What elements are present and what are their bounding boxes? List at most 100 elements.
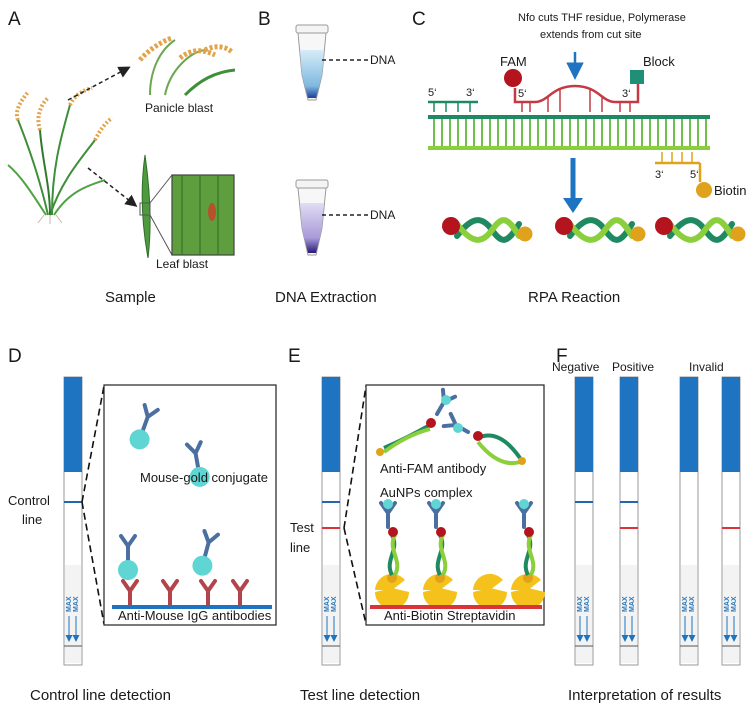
fam-fluorophore: [504, 69, 522, 87]
panel-d-letter: D: [8, 346, 22, 367]
gold-particle: [129, 429, 150, 450]
absorbent-pad: [680, 377, 698, 472]
amplicon: [555, 217, 646, 243]
max-marker: MAX: [584, 596, 591, 612]
panel-c-caption: RPA Reaction: [528, 289, 620, 306]
mouse-gold-conjugate-label: Mouse-gold conjugate: [140, 470, 268, 485]
panel-b-letter: B: [258, 9, 271, 30]
leaf-blast-illustration: [139, 154, 235, 259]
rice-plant-illustration: [7, 86, 114, 224]
captured-complex: [473, 573, 507, 609]
panel-a: A Panicle blast: [7, 9, 236, 306]
aunps-complex-label: AuNPs complex: [380, 485, 473, 500]
biotin-tag: [517, 226, 533, 242]
max-marker: MAX: [331, 596, 338, 612]
antibody-icon: [515, 501, 533, 529]
amplicon: [655, 217, 746, 243]
antibody-icon: [184, 440, 210, 487]
reverse-5-prime: 5‘: [690, 169, 699, 181]
probe-5-prime: 5‘: [518, 88, 527, 100]
invalid-label: Invalid: [689, 360, 724, 374]
biotin-label: Biotin: [714, 183, 747, 198]
positive-label: Positive: [612, 360, 654, 374]
anti-fam-antibody-label: Anti-FAM antibody: [380, 461, 487, 476]
fam-fluorophore: [655, 217, 673, 235]
control-line-label-1: Control: [8, 493, 50, 508]
gold-particle: [189, 466, 210, 487]
max-marker: MAX: [577, 596, 584, 612]
panel-c: C Nfo cuts THF residue, Polymerase exten…: [412, 9, 747, 306]
max-marker: MAX: [622, 596, 629, 612]
tube-top: [295, 24, 329, 101]
antibody-icon: [118, 534, 138, 580]
antibody-icon: [121, 579, 139, 607]
primer-5-prime: 5‘: [428, 87, 437, 99]
gold-particle: [192, 555, 213, 576]
max-marker: MAX: [682, 596, 689, 612]
test-line-label-1: Test: [290, 520, 314, 535]
max-marker: MAX: [629, 596, 636, 612]
antibody-icon: [427, 501, 445, 529]
absorbent-pad: [575, 377, 593, 472]
panel-a-letter: A: [8, 9, 21, 30]
antibody-icon: [231, 579, 249, 607]
antibody-icon: [161, 579, 179, 607]
dna-label-top: DNA: [370, 53, 395, 67]
panicle-blast-label: Panicle blast: [145, 101, 214, 115]
block-group: [630, 70, 644, 84]
absorbent-pad: [64, 377, 82, 472]
panel-e-caption: Test line detection: [300, 687, 420, 704]
max-marker: MAX: [724, 596, 731, 612]
panel-b: B DNA DNA DNA Extraction: [258, 9, 395, 306]
antibody-icon: [199, 579, 217, 607]
absorbent-pad: [620, 377, 638, 472]
probe-strand: [513, 78, 640, 104]
probe-bases: [521, 90, 631, 112]
panel-c-letter: C: [412, 9, 426, 30]
biotin-tag: [696, 182, 712, 198]
panel-f-letter: F: [556, 346, 568, 367]
nfo-note-line2: extends from cut site: [540, 29, 642, 41]
amplicon-products: [442, 217, 746, 243]
leaf-blast-label: Leaf blast: [156, 257, 209, 271]
antibody-icon: [379, 501, 397, 529]
panel-f-caption: Interpretation of results: [568, 687, 721, 704]
negative-label: Negative: [552, 360, 600, 374]
absorbent-pad: [322, 377, 340, 472]
reverse-3-prime: 3‘: [655, 169, 664, 181]
panel-a-caption: Sample: [105, 289, 156, 306]
test-line-label-2: line: [290, 540, 310, 555]
panel-e-letter: E: [288, 346, 301, 367]
antibody-icon: [192, 529, 220, 576]
biotin-tag: [730, 226, 746, 242]
template-dsdna: [428, 115, 710, 150]
arrow-to-panicle: [67, 66, 131, 101]
biotin-tag: [630, 226, 646, 242]
anti-mouse-igg-label: Anti-Mouse IgG antibodies: [118, 608, 272, 623]
anti-biotin-streptavidin-label: Anti-Biotin Streptavidin: [384, 608, 516, 623]
block-label: Block: [643, 54, 675, 69]
antibody-icon: [129, 403, 160, 450]
max-marker: MAX: [731, 596, 738, 612]
dna-label-bottom: DNA: [370, 208, 395, 222]
tube-bottom: [295, 179, 329, 256]
max-marker: MAX: [66, 596, 73, 612]
max-marker: MAX: [689, 596, 696, 612]
amplicon: [442, 217, 533, 243]
fam-fluorophore: [555, 217, 573, 235]
arrow-to-leaf: [87, 167, 138, 207]
max-marker: MAX: [324, 596, 331, 612]
probe-3-prime: 3‘: [622, 88, 631, 100]
